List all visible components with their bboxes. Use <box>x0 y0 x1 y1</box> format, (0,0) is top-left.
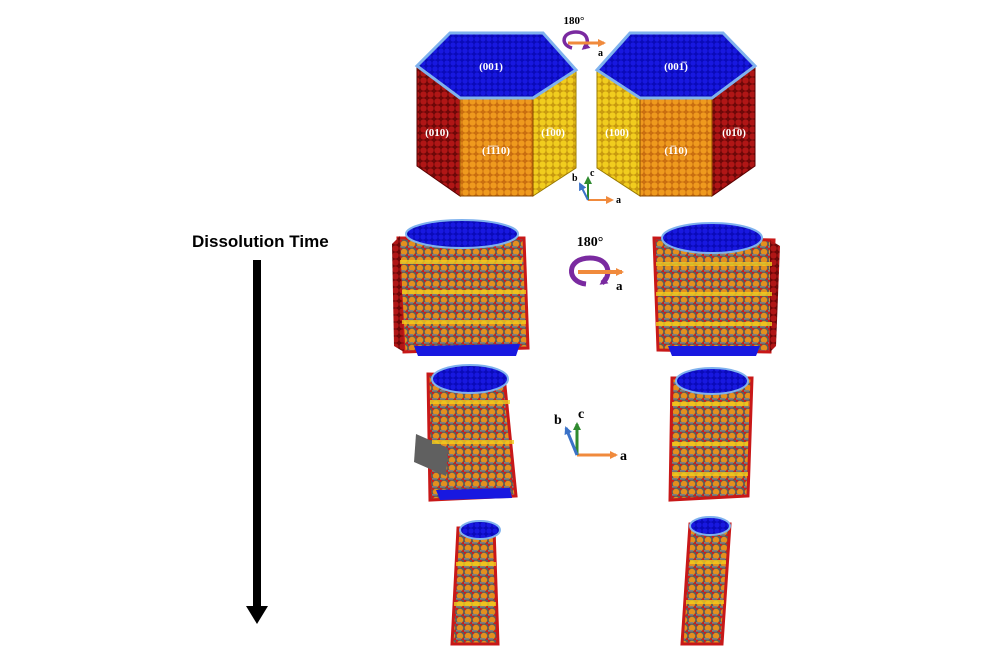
a-axis-label-large: a <box>620 449 627 464</box>
crystal-left-initial: (001) (1̅1̅10) (010) (1̅00) <box>414 31 579 197</box>
axes-triad-small: a b c <box>572 168 621 206</box>
face-label-left-top: (001) <box>479 61 503 73</box>
rotation-angle-large: 180° <box>577 235 604 250</box>
crystal-right-stage-1 <box>652 222 780 356</box>
face-label-right-left: (100) <box>605 127 629 139</box>
face-label-left-right: (1̅00) <box>541 127 565 139</box>
crystal-right-stage-2-top <box>675 367 749 395</box>
b-axis-large <box>564 426 579 456</box>
a-axis-label-small: a <box>616 195 621 206</box>
crystal-left-stage-2-top <box>431 364 509 394</box>
face-label-right-front: (1̅10) <box>664 145 688 157</box>
rotation-indicator-small: 180° a <box>562 15 606 59</box>
crystal-right-top <box>594 31 758 100</box>
rotation-axis-label-large: a <box>616 278 623 293</box>
rotation-axis-label-small: a <box>598 48 603 59</box>
c-axis-label-small: c <box>590 168 595 179</box>
crystal-right-stage-3 <box>680 516 732 646</box>
b-axis-label-large: b <box>554 413 562 428</box>
crystal-right-initial: (001̅) (1̅10) (100) (01̅0) <box>594 31 758 197</box>
crystal-left-stage-1-top <box>405 219 519 249</box>
face-label-left-left: (010) <box>425 127 449 139</box>
c-axis-label-large: c <box>578 407 584 422</box>
time-arrow <box>246 260 268 624</box>
rotation-arc-small <box>562 30 591 50</box>
crystal-left-stage-2 <box>414 364 518 502</box>
face-label-left-front: (1̅1̅10) <box>482 145 510 157</box>
crystal-left-stage-3-top <box>459 520 501 540</box>
crystal-right-stage-1-top <box>661 222 763 254</box>
rotation-arc-large <box>569 255 611 287</box>
crystal-left-stage-1 <box>392 219 530 356</box>
b-axis-small <box>579 182 589 201</box>
crystal-left-stage-3 <box>450 520 501 646</box>
face-label-right-top: (001̅) <box>664 61 688 73</box>
face-label-right-right: (01̅0) <box>722 127 746 139</box>
axes-triad-large: a b c <box>554 407 627 464</box>
rotation-angle-small: 180° <box>564 15 585 27</box>
crystal-right-stage-3-top <box>689 516 731 536</box>
rotation-indicator-large: 180° a <box>569 235 624 293</box>
b-axis-label-small: b <box>572 173 578 184</box>
dissolution-time-label: Dissolution Time <box>192 232 329 251</box>
crystal-left-top <box>414 31 579 100</box>
crystal-right-stage-2 <box>668 367 754 502</box>
